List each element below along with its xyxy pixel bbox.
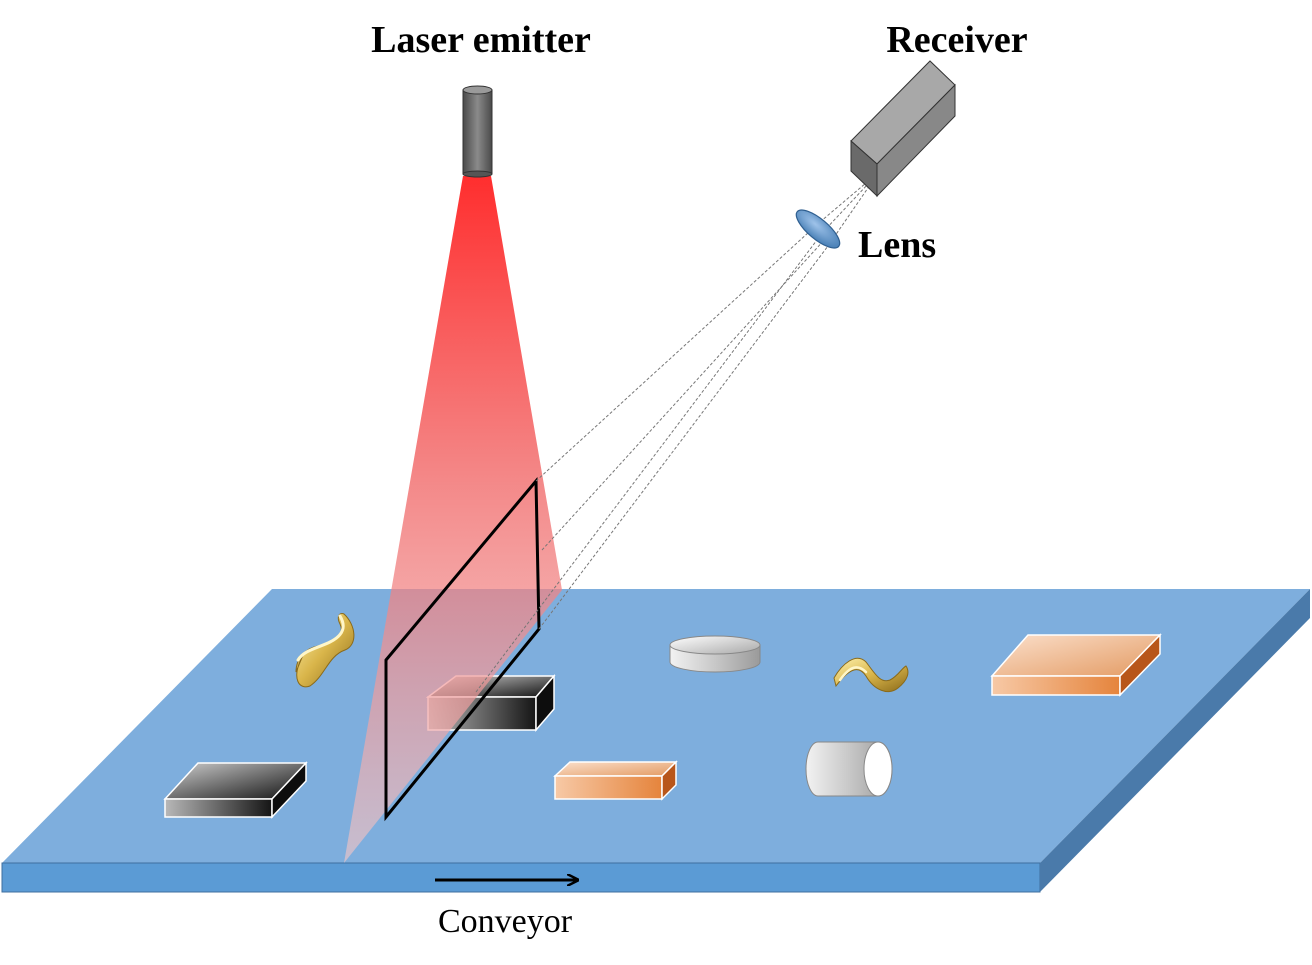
- laser-beam: [344, 176, 562, 863]
- receiver: [850, 60, 956, 198]
- silver-disc: [669, 635, 761, 673]
- black-block-left: [163, 761, 308, 819]
- copper-block-small: [553, 760, 678, 801]
- laser-emitter: [462, 85, 493, 178]
- silver-cylinder: [805, 741, 893, 797]
- lens: [795, 209, 841, 249]
- reflected-rays: [475, 182, 871, 693]
- conveyor-side-edge: [1040, 589, 1310, 892]
- receiver-label: Receiver: [886, 19, 1027, 61]
- gold-wire-right: [833, 657, 909, 692]
- receiver-side: [876, 83, 956, 198]
- laser-emitter-label: Laser emitter: [371, 19, 591, 61]
- copper-block-large: [990, 633, 1162, 697]
- lens-label: Lens: [858, 224, 936, 266]
- conveyor-label: Conveyor: [438, 903, 573, 940]
- conveyor-top-surface: [2, 589, 1310, 863]
- objects-back: [163, 613, 1162, 819]
- conveyor-front-edge: [1, 862, 1041, 893]
